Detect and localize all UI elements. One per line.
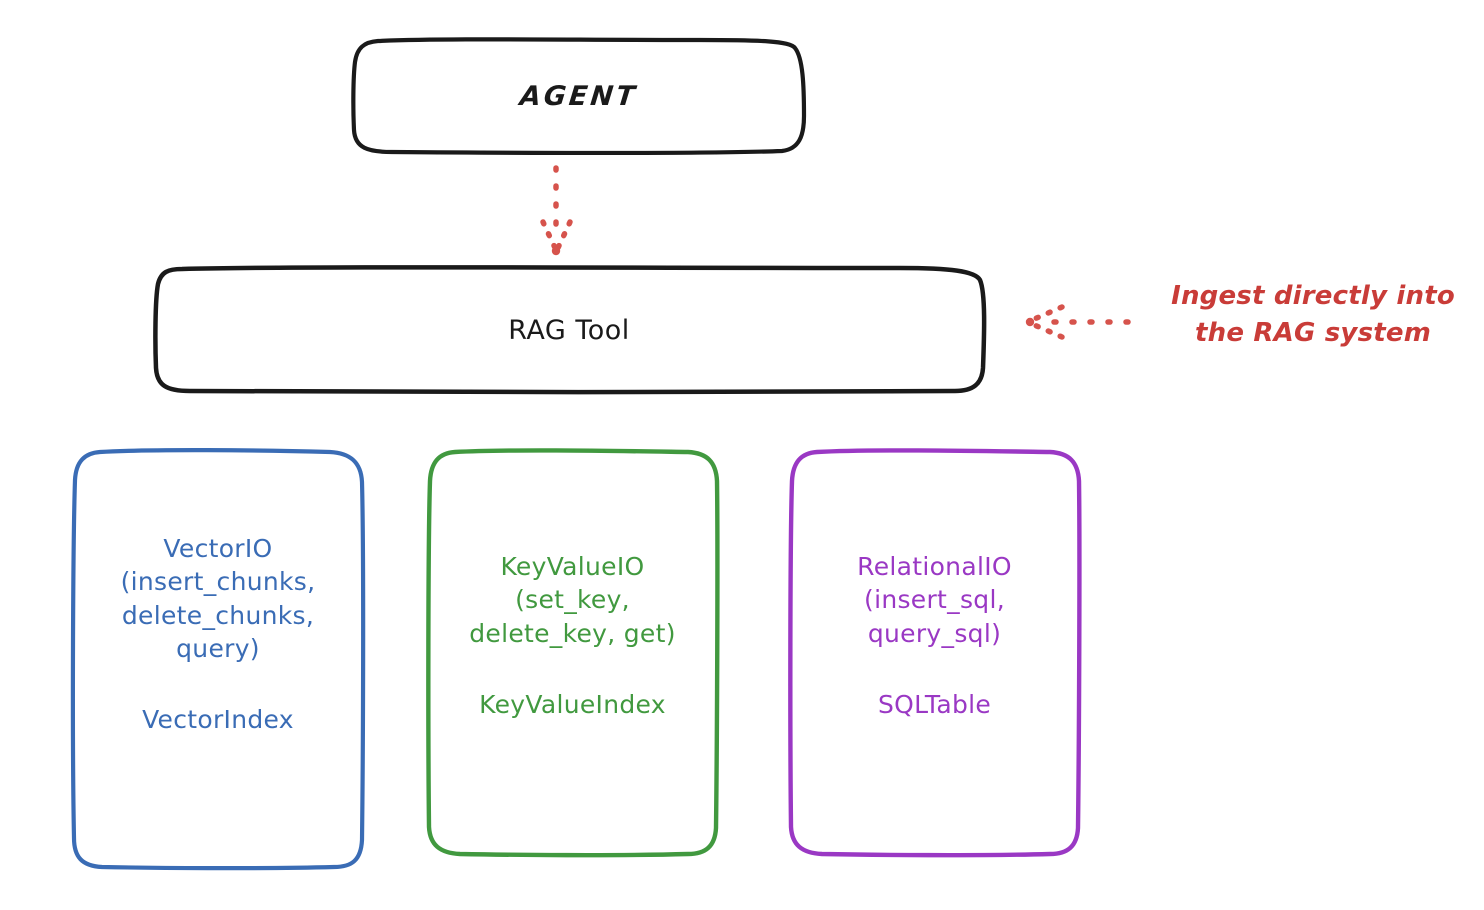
- sql-table-label: SQLTable: [877, 689, 992, 719]
- rag-tool-box[interactable]: [153, 265, 987, 395]
- vector-io-box[interactable]: [70, 448, 366, 871]
- relational-io-box[interactable]: [788, 448, 1082, 858]
- rag-tool-label: RAG Tool: [508, 314, 630, 346]
- agent-to-rag-connector: [540, 165, 573, 256]
- agent-box[interactable]: [351, 37, 807, 156]
- key-value-io-box[interactable]: [426, 448, 720, 858]
- node-vector-io[interactable]: VectorIO (insert_chunks, delete_chunks, …: [73, 450, 363, 868]
- relational-io-api-label: RelationalIO (insert_sql, query_sql): [857, 552, 1012, 648]
- vector-io-api-label: VectorIO (insert_chunks, delete_chunks, …: [120, 534, 316, 663]
- node-relational-io[interactable]: RelationalIO (insert_sql, query_sql) SQL…: [790, 450, 1079, 855]
- ingest-to-rag-connector: [1025, 304, 1131, 340]
- node-rag-tool[interactable]: RAG Tool: [155, 268, 983, 392]
- node-key-value-io[interactable]: KeyValueIO (set_key, delete_key, get) Ke…: [428, 450, 717, 855]
- node-agent[interactable]: AGENT: [353, 40, 805, 153]
- agent-label: AGENT: [518, 81, 640, 112]
- ingest-annotation-label: Ingest directly into the RAG system: [1171, 281, 1455, 348]
- vector-index-label: VectorIndex: [142, 705, 294, 734]
- key-value-index-label: KeyValueIndex: [479, 689, 666, 719]
- key-value-io-api-label: KeyValueIO (set_key, delete_key, get): [469, 552, 676, 648]
